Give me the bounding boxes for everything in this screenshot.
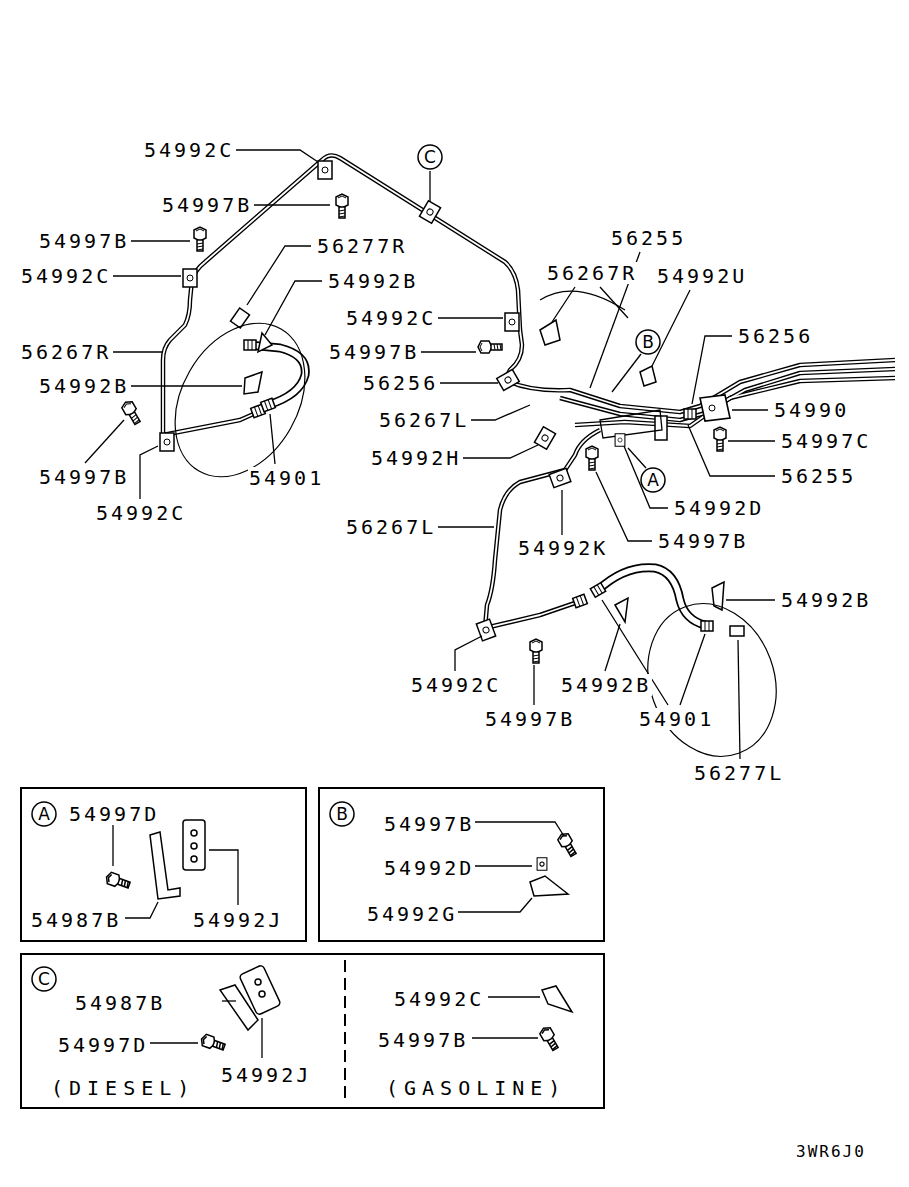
circle-outline [641,468,665,492]
part-number: 54997B [38,466,130,488]
part-number: 54992B [327,270,419,292]
part-number: 56267R [546,262,638,284]
part-number: 54992C [393,988,485,1010]
part-number: 54987B [30,909,122,931]
part-number: 54997B [657,530,749,552]
variant-note: (GASOLINE) [385,1077,567,1099]
part-number: 54997B [484,708,576,730]
part-number: 56256 [362,372,439,394]
reference-circle: B [329,801,355,827]
part-number: 54901 [248,467,325,489]
part-number: 54997B [328,341,420,363]
part-number: 56255 [610,227,687,249]
part-number: 54997D [68,803,160,825]
part-number: 54997B [161,194,253,216]
circle-outline [418,145,442,169]
part-number: 54987B [74,992,166,1014]
part-number: 56277R [316,235,408,257]
part-number: 54997D [57,1034,149,1056]
part-number: 54992D [673,497,765,519]
reference-circle: C [417,144,443,170]
part-number: 54992C [20,265,112,287]
part-number: 54992J [220,1064,312,1086]
part-number: 54997C [780,430,872,452]
part-number: 54992H [370,447,462,469]
reference-letter: C [417,144,443,170]
part-number: 56267R [20,341,112,363]
detail-ellipses [149,291,797,774]
reference-letter: A [640,467,666,493]
detail-leaders [113,822,564,1058]
reference-letter: B [635,329,661,355]
part-number: 54997B [383,813,475,835]
part-number: 56267L [345,516,437,538]
part-number: 56267L [378,409,470,431]
part-number: 54992G [366,903,458,925]
part-number: 56277L [693,762,785,784]
part-number: 54992C [345,307,437,329]
reference-letter: B [329,801,355,827]
reference-circle: B [635,329,661,355]
circle-outline [32,967,56,991]
part-number: 56256 [737,325,814,347]
reference-letter: C [31,966,57,992]
reference-circle: A [31,801,57,827]
reference-circle: C [31,966,57,992]
part-number: 54992J [192,909,284,931]
part-number: 54992K [517,537,609,559]
drawing-code: 3WR6J0 [795,1141,867,1163]
part-number: 54901 [638,708,715,730]
part-number: 54990 [773,399,850,421]
part-number: 54992B [780,589,872,611]
reference-letter: A [31,801,57,827]
detail-parts [104,820,578,1053]
circle-outline [330,802,354,826]
part-number: 54997B [38,230,130,252]
brake-tube-inner [163,155,895,628]
part-number: 54992B [560,674,652,696]
part-number: 54992C [143,139,235,161]
circle-outline [636,330,660,354]
part-number: 54992C [410,674,502,696]
variant-note: (DIESEL) [50,1077,196,1099]
clips [160,161,724,641]
reference-circle: A [640,467,666,493]
part-number: 54992C [95,502,187,524]
part-number: 54992B [38,375,130,397]
detail-panel: 54987B 54997D 54992J (DIESEL) 54992C 54997B (G… [20,953,605,1109]
leader-lines [85,150,775,759]
bolts [120,194,726,663]
fittings [230,308,744,636]
part-number: 54992U [656,265,748,287]
detail-panel: 54997B 54992D 54992G B [318,787,605,942]
detail-panel: 54997D 54987B 54992J A [20,787,307,942]
part-number: 54997B [377,1029,469,1051]
part-number: 54992D [383,857,475,879]
circle-outline [32,802,56,826]
brake-tube [163,155,895,628]
part-number: 56255 [780,465,857,487]
panel-divider [344,960,346,1104]
